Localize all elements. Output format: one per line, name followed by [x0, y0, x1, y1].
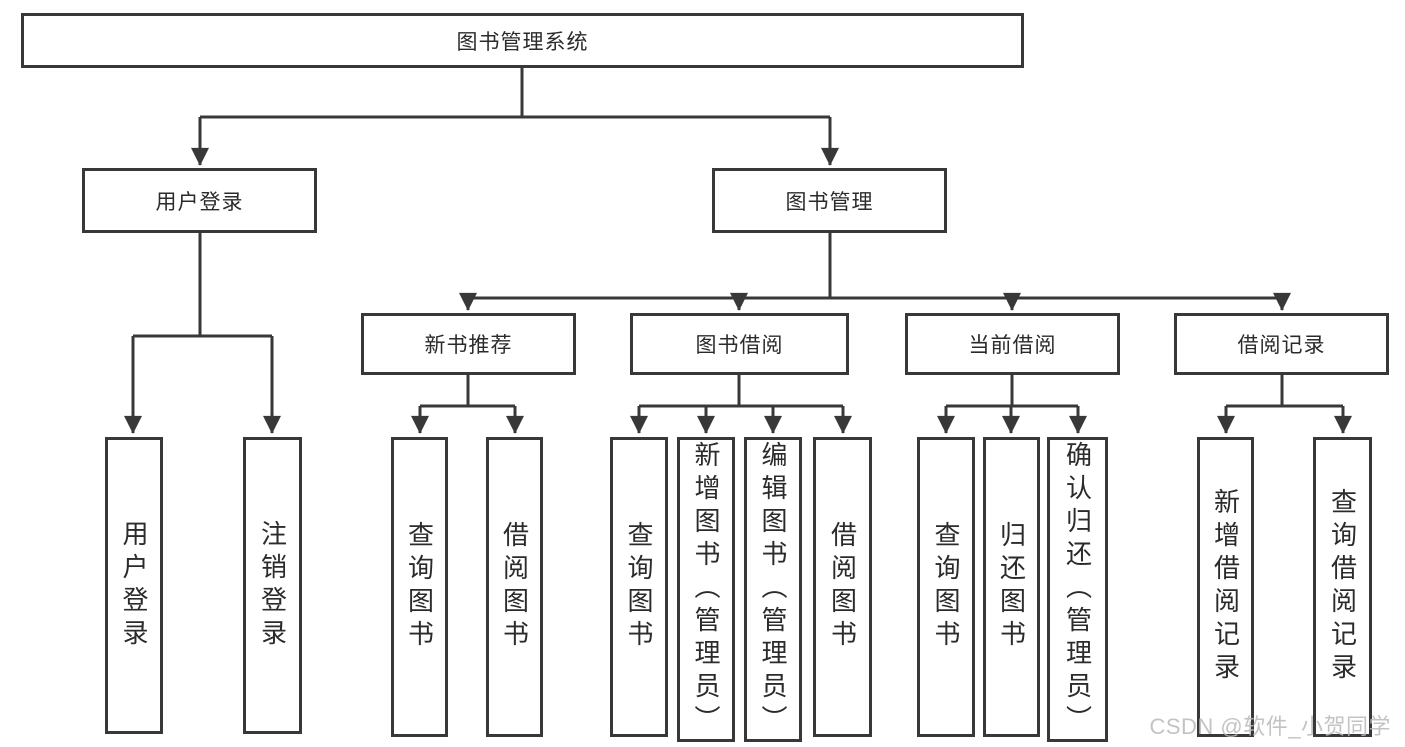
leaf-borrow-book-recommend: 借阅图书: [486, 437, 543, 737]
csdn-watermark: CSDN @软件_小贺同学: [1149, 714, 1391, 739]
node-library-management-system: 图书管理系统: [21, 13, 1024, 68]
leaf-query-book-current: 查询图书: [917, 437, 975, 737]
node-book-borrowing: 图书借阅: [630, 313, 849, 375]
leaf-add-borrow-record: 新增借阅记录: [1197, 437, 1254, 737]
node-user-login: 用户登录: [82, 168, 317, 233]
leaf-query-book-borrowing: 查询图书: [610, 437, 668, 737]
node-new-book-recommend: 新书推荐: [361, 313, 576, 375]
leaf-query-borrow-record: 查询借阅记录: [1313, 437, 1372, 737]
leaf-user-login: 用户登录: [105, 437, 163, 734]
leaf-confirm-return-admin: 确认归还（管理员）: [1047, 437, 1108, 742]
leaf-edit-book-admin: 编辑图书（管理员）: [744, 437, 802, 742]
node-current-borrowing: 当前借阅: [905, 313, 1120, 375]
leaf-query-book-recommend: 查询图书: [391, 437, 448, 737]
leaf-borrow-book-borrowing: 借阅图书: [813, 437, 872, 737]
node-borrowing-records: 借阅记录: [1174, 313, 1389, 375]
node-book-management: 图书管理: [712, 168, 947, 233]
leaf-add-book-admin: 新增图书（管理员）: [677, 437, 735, 742]
leaf-logout: 注销登录: [243, 437, 302, 734]
leaf-return-book: 归还图书: [983, 437, 1040, 737]
